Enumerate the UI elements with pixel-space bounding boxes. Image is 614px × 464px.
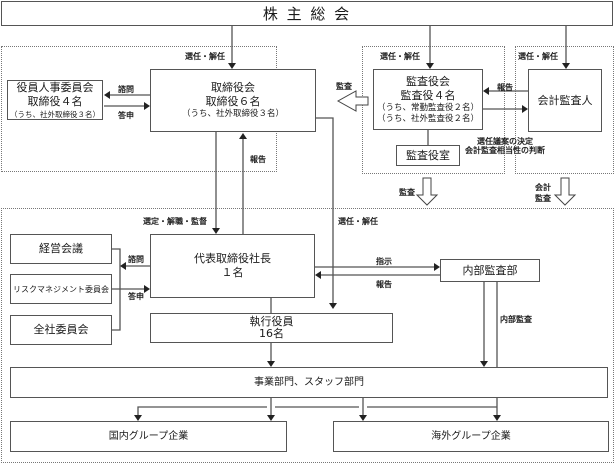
nomination-committee-outside: （うち、社外取締役３名） — [10, 109, 100, 119]
nomination-committee-name: 役員人事委員会 — [16, 80, 94, 94]
internal-audit-edge-label: 内部監査 — [500, 315, 532, 324]
president-count: １名 — [221, 266, 244, 279]
answer-label-bottom: 答申 — [128, 292, 144, 301]
audit-board-name: 監査役会 — [406, 74, 450, 88]
select-dismiss-supervise-label: 選定・解職・監督 — [143, 217, 207, 226]
business-divisions-box: 事業部門、スタッフ部門 — [10, 367, 608, 398]
domestic-group-label: 国内グループ企業 — [108, 431, 189, 442]
audit-office-label: 監査役室 — [406, 148, 450, 162]
accounting-auditor-box: 会計監査人 — [528, 69, 602, 132]
audit-down-label: 監査 — [399, 188, 415, 197]
appoint-dismiss-board-label: 選任・解任 — [185, 52, 225, 61]
executive-officers-box: 執行役員 16名 — [150, 313, 393, 343]
accounting-audit-label-1: 会計 — [535, 183, 551, 192]
overseas-group-box: 海外グループ企業 — [333, 421, 609, 452]
company-committee-box: 全社委員会 — [10, 315, 112, 345]
report-auditor-label: 報告 — [497, 83, 513, 92]
executive-officers-count: 16名 — [259, 327, 284, 340]
consult-label-bottom: 諮問 — [128, 255, 144, 264]
consult-label-top: 諮問 — [118, 85, 134, 94]
report-to-board-label: 報告 — [250, 155, 266, 164]
appoint-dismiss-exec-label: 選任・解任 — [338, 217, 378, 226]
answer-label-top: 答申 — [118, 111, 134, 120]
management-meeting-box: 経営会議 — [10, 234, 112, 264]
instruct-label: 指示 — [376, 257, 392, 266]
appoint-dismiss-accounting-label: 選任・解任 — [518, 52, 558, 61]
internal-audit-label: 内部監査部 — [462, 263, 518, 277]
executive-officers-title: 執行役員 — [249, 315, 294, 328]
board-of-directors-outside: （うち、社外取締役３名） — [181, 109, 284, 119]
board-of-directors-count: 取締役６名 — [205, 95, 261, 108]
audit-left-label: 監査 — [336, 82, 352, 91]
management-meeting-label: 経営会議 — [39, 242, 83, 255]
business-divisions-label: 事業部門、スタッフ部門 — [254, 377, 364, 388]
risk-committee-label: リスクマネジメント委員会 — [13, 284, 109, 294]
audit-office-box: 監査役室 — [396, 145, 460, 166]
auditor-decision-label-1: 選任議案の決定 — [477, 137, 533, 146]
risk-committee-box: リスクマネジメント委員会 — [10, 274, 112, 304]
audit-board-count: 監査役４名 — [400, 88, 456, 102]
board-of-directors-name: 取締役会 — [211, 81, 255, 94]
domestic-group-box: 国内グループ企業 — [10, 421, 287, 452]
nomination-committee-count: 取締役４名 — [27, 94, 83, 108]
company-committee-label: 全社委員会 — [33, 323, 89, 336]
president-box: 代表取締役社長 １名 — [150, 234, 315, 298]
audit-board-outside: （うち、社外監査役２名） — [376, 113, 479, 124]
nomination-committee-box: 役員人事委員会 取締役４名 （うち、社外取締役３名） — [7, 80, 103, 120]
audit-board-fulltime: （うち、常勤監査役２名） — [376, 102, 479, 113]
accounting-auditor-label: 会計監査人 — [537, 93, 593, 107]
audit-board-box: 監査役会 監査役４名 （うち、常勤監査役２名） （うち、社外監査役２名） — [373, 69, 483, 130]
board-of-directors-box: 取締役会 取締役６名 （うち、社外取締役３名） — [150, 69, 316, 132]
internal-audit-box: 内部監査部 — [440, 259, 540, 282]
president-title: 代表取締役社長 — [194, 252, 271, 265]
shareholders-meeting: 株 主 総 会 — [1, 1, 613, 26]
overseas-group-label: 海外グループ企業 — [431, 431, 511, 442]
shareholders-meeting-label: 株 主 総 会 — [262, 5, 352, 23]
auditor-decision-label-2: 会計監査相当性の判断 — [465, 146, 545, 155]
appoint-dismiss-audit-label: 選任・解任 — [380, 52, 420, 61]
report-internal-label: 報告 — [376, 280, 392, 289]
accounting-audit-label-2: 監査 — [535, 194, 551, 203]
